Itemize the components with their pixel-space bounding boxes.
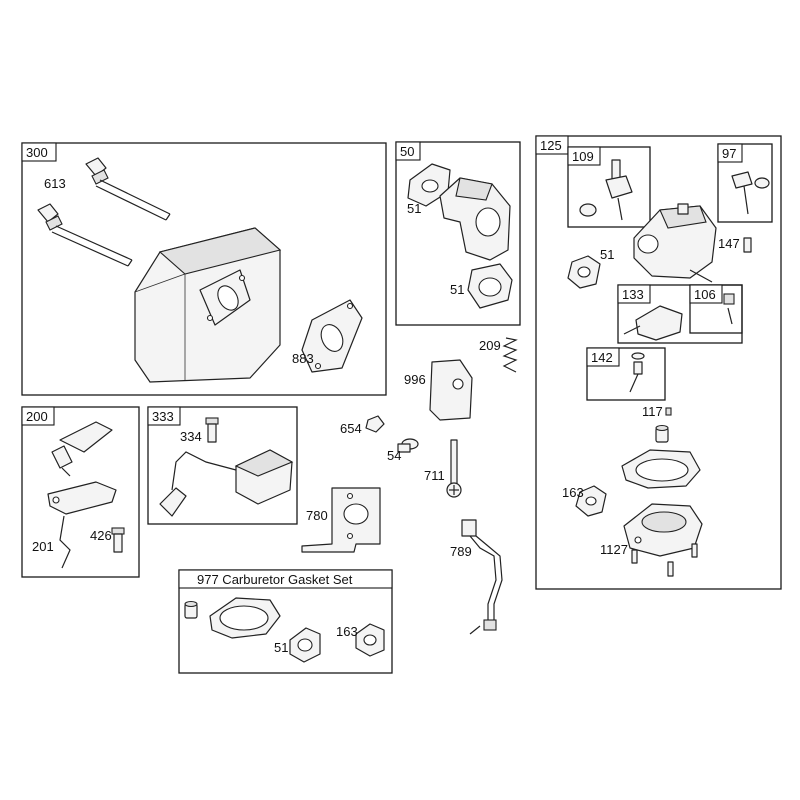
needle-valve <box>723 293 735 325</box>
group-106-label: 106 <box>694 287 716 302</box>
part-label-780: 780 <box>306 508 328 523</box>
bowl-screws <box>631 543 698 577</box>
plate-780 <box>301 487 381 553</box>
part-label-163-set: 163 <box>336 624 358 639</box>
part-label-883: 883 <box>292 351 314 366</box>
part-label-51-set: 51 <box>274 640 288 655</box>
throttle-shaft <box>579 159 633 221</box>
main-jet <box>629 352 645 393</box>
intake-manifold <box>439 177 511 261</box>
governor-lever <box>51 421 113 477</box>
group-109-label: 109 <box>572 149 594 164</box>
group-125-frame <box>535 135 782 590</box>
part-label-117: 117 <box>642 404 663 419</box>
group-133-label: 133 <box>622 287 644 302</box>
set-intake-gasket <box>289 627 321 663</box>
muffler-bolt-lower <box>37 203 133 267</box>
wire-harness-789 <box>461 519 503 635</box>
set-bowl-gasket <box>209 597 281 639</box>
part-label-426: 426 <box>90 528 112 543</box>
group-125-tag <box>535 135 569 155</box>
group-200: 200 201 426 <box>21 406 140 578</box>
bowl-bushing <box>655 424 669 443</box>
group-142-label: 142 <box>591 350 613 365</box>
group-333-frame <box>147 406 298 525</box>
group-50-frame <box>395 141 521 326</box>
ignition-coil <box>159 449 294 517</box>
group-50: 50 51 51 <box>395 141 521 326</box>
group-97-label: 97 <box>722 146 736 161</box>
bowl-gasket <box>621 449 701 489</box>
part-label-711: 711 <box>424 468 445 483</box>
part-label-209: 209 <box>479 338 501 353</box>
muffler-bolt-upper <box>85 157 171 221</box>
group-977-tag <box>178 569 393 589</box>
group-133-tag <box>617 284 651 304</box>
governor-bolt <box>111 527 125 553</box>
float <box>623 305 683 341</box>
group-200-tag <box>21 406 55 426</box>
group-300-label: 300 <box>26 145 48 160</box>
part-label-613: 613 <box>44 176 66 191</box>
group-333: 333 334 <box>147 406 298 525</box>
group-125-label: 125 <box>540 138 562 153</box>
group-109-tag <box>567 146 601 166</box>
spring-209 <box>502 337 518 373</box>
nut-654 <box>365 415 385 433</box>
group-142-frame <box>586 347 666 401</box>
set-bushing <box>184 600 198 619</box>
intake-gasket-lower <box>467 263 513 309</box>
loose-parts: 209 996 654 54 711 780 <box>301 337 518 635</box>
muffler-gasket <box>301 299 363 373</box>
carburetor-gasket <box>567 255 601 289</box>
group-300-frame <box>21 142 387 396</box>
part-label-996: 996 <box>404 372 426 387</box>
bolt-711 <box>446 439 462 498</box>
governor-link <box>47 481 117 569</box>
part-label-51-carb: 51 <box>600 247 614 262</box>
group-977: 977 Carburetor Gasket Set 51 163 <box>178 569 393 674</box>
screw-54 <box>397 438 419 453</box>
part-label-163: 163 <box>562 485 584 500</box>
group-200-frame <box>21 406 140 578</box>
ignition-screw <box>205 417 219 443</box>
group-109-frame <box>567 146 651 228</box>
choke-shaft <box>731 171 770 215</box>
group-106-tag <box>689 284 723 304</box>
group-50-tag <box>395 141 421 161</box>
group-97-frame <box>717 143 773 223</box>
intake-gasket-upper <box>407 163 451 207</box>
group-142-tag <box>586 347 620 367</box>
idle-screw <box>743 237 752 253</box>
fuel-inlet-gasket <box>575 485 607 517</box>
part-label-334: 334 <box>180 429 202 444</box>
group-333-tag <box>147 406 181 426</box>
spring <box>665 407 672 416</box>
muffler-body <box>134 227 282 383</box>
group-977-title: 977 Carburetor Gasket Set <box>197 572 353 587</box>
part-label-147: 147 <box>718 236 740 251</box>
part-label-51-intake-upper: 51 <box>407 201 421 216</box>
carburetor-body <box>633 203 717 283</box>
group-97-tag <box>717 143 743 163</box>
float-bowl <box>623 503 703 557</box>
part-label-789: 789 <box>450 544 472 559</box>
part-label-51-intake-lower: 51 <box>450 282 464 297</box>
group-300: 300 613 <box>21 142 387 396</box>
group-125: 125 109 97 <box>535 135 782 590</box>
part-label-54: 54 <box>387 448 401 463</box>
set-inlet-gasket <box>355 623 385 657</box>
group-300-tag <box>21 142 57 162</box>
part-label-1127: 1127 <box>600 542 628 557</box>
part-label-201: 201 <box>32 539 54 554</box>
group-50-label: 50 <box>400 144 414 159</box>
bracket-996 <box>429 359 473 421</box>
group-333-label: 333 <box>152 409 174 424</box>
group-200-label: 200 <box>26 409 48 424</box>
part-label-654: 654 <box>340 421 362 436</box>
